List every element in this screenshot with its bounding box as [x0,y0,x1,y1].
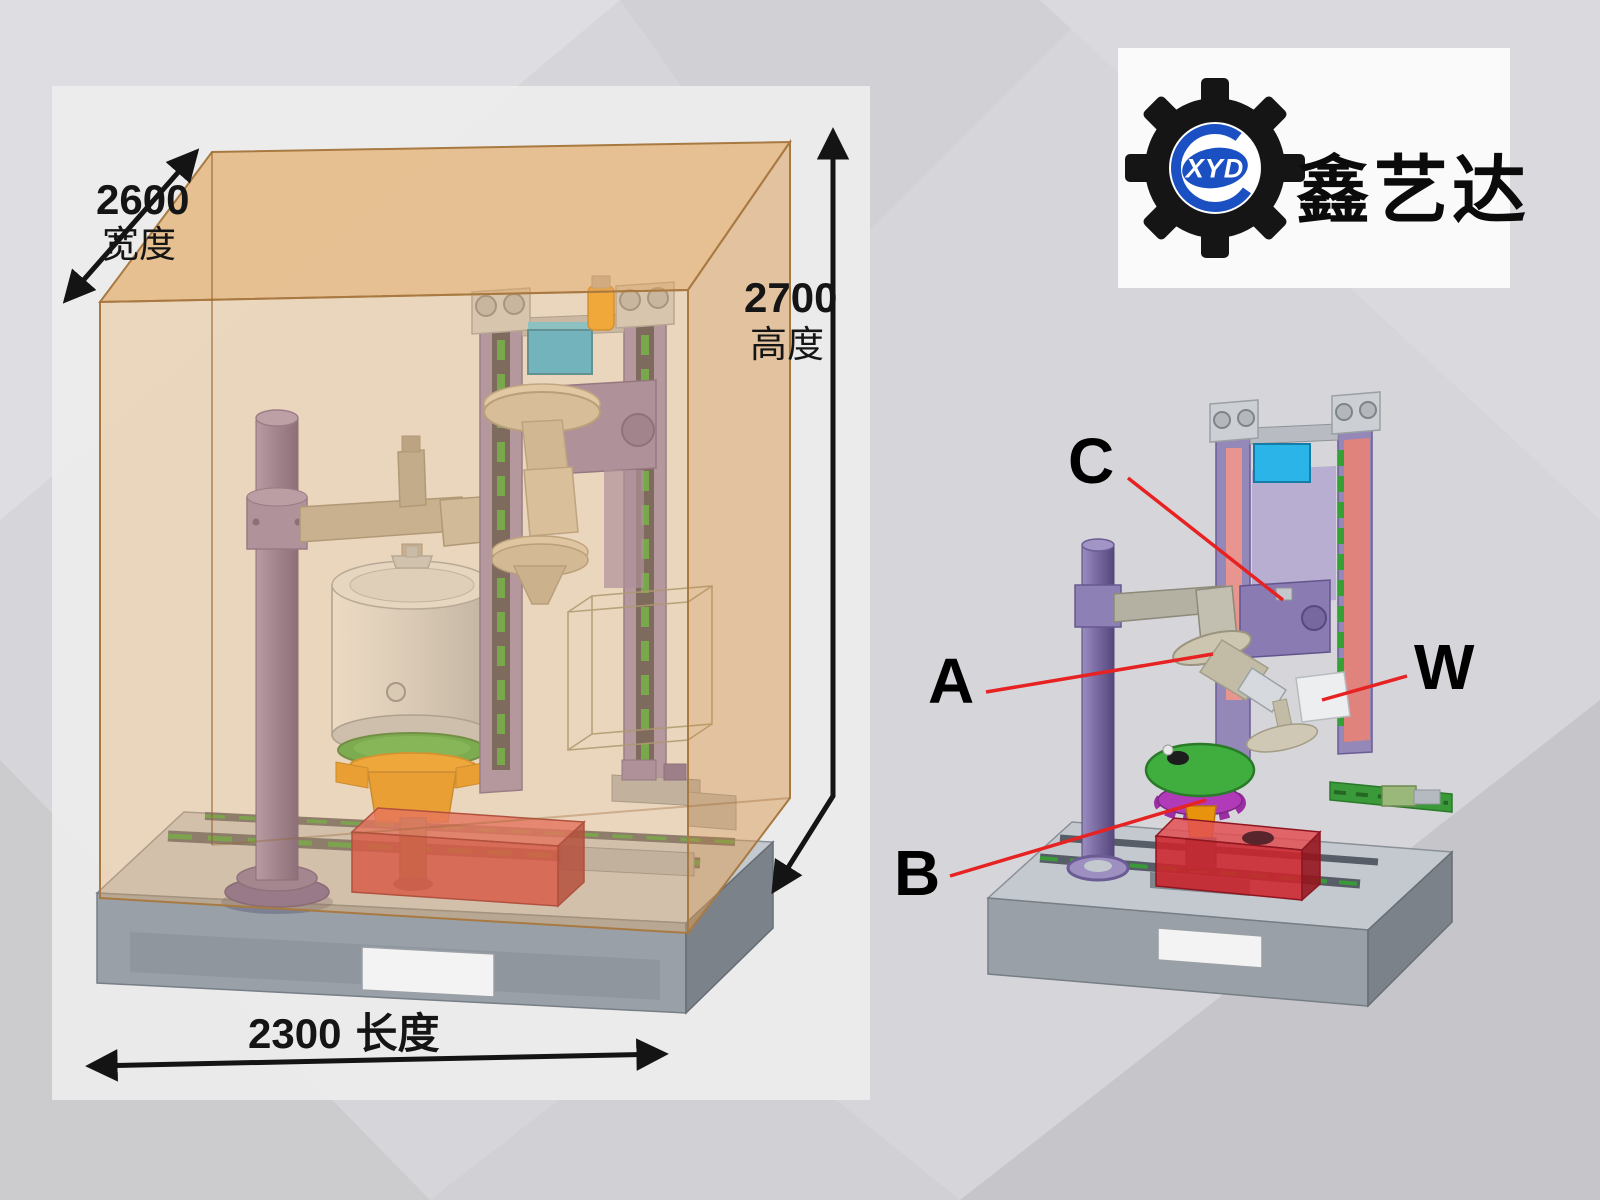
left-figure [62,127,850,1082]
dim-height-label: 高度 [750,324,824,365]
support-column-left [221,409,485,914]
gantry-left [471,275,737,831]
dim-length: 2300 长度 [248,1010,440,1057]
green-disc [1144,742,1256,798]
logo-name-text: 鑫艺达 [1296,149,1530,232]
red-box-left [350,807,586,908]
spindle-tool-right [1172,629,1351,753]
leader-line-c [1126,476,1285,602]
height-dimension-arrow [771,127,850,895]
leader-line-b [949,798,1207,878]
dim-width-label: 宽度 [102,224,176,265]
leader-line-a [985,652,1214,694]
blue-control-box-left [527,329,593,375]
dimension-arrows [62,127,850,1082]
enclosure-box [97,138,792,936]
red-box-right [1154,817,1322,902]
width-dimension-arrow [62,148,200,304]
logo-abbr-text: XYD [1185,153,1245,184]
dim-length-value: 2300 [248,1010,342,1057]
leader-lines [949,476,1408,878]
tank-port [386,682,406,702]
axis-label-c: C [1068,425,1115,497]
logo-swoosh [1171,124,1259,212]
gear-icon [1125,78,1305,258]
dim-height-value: 2700 [744,274,838,321]
right-figure [949,391,1454,1008]
dim-width-value: 2600 [96,176,190,223]
length-dimension-arrow [85,1038,669,1082]
leader-line-w [1321,674,1408,702]
nameplate-right [1157,927,1263,969]
dim-length-label: 长度 [355,1010,440,1057]
nameplate-left [361,946,495,998]
white-block-w [1295,671,1351,723]
axis-label-a: A [928,645,975,717]
axis-label-b: B [894,837,941,909]
tank-lid-handle [390,555,434,569]
roller-icon [475,295,497,317]
blue-control-box-right [1253,443,1311,483]
axis-label-w: W [1414,631,1475,703]
logo [1125,78,1305,258]
